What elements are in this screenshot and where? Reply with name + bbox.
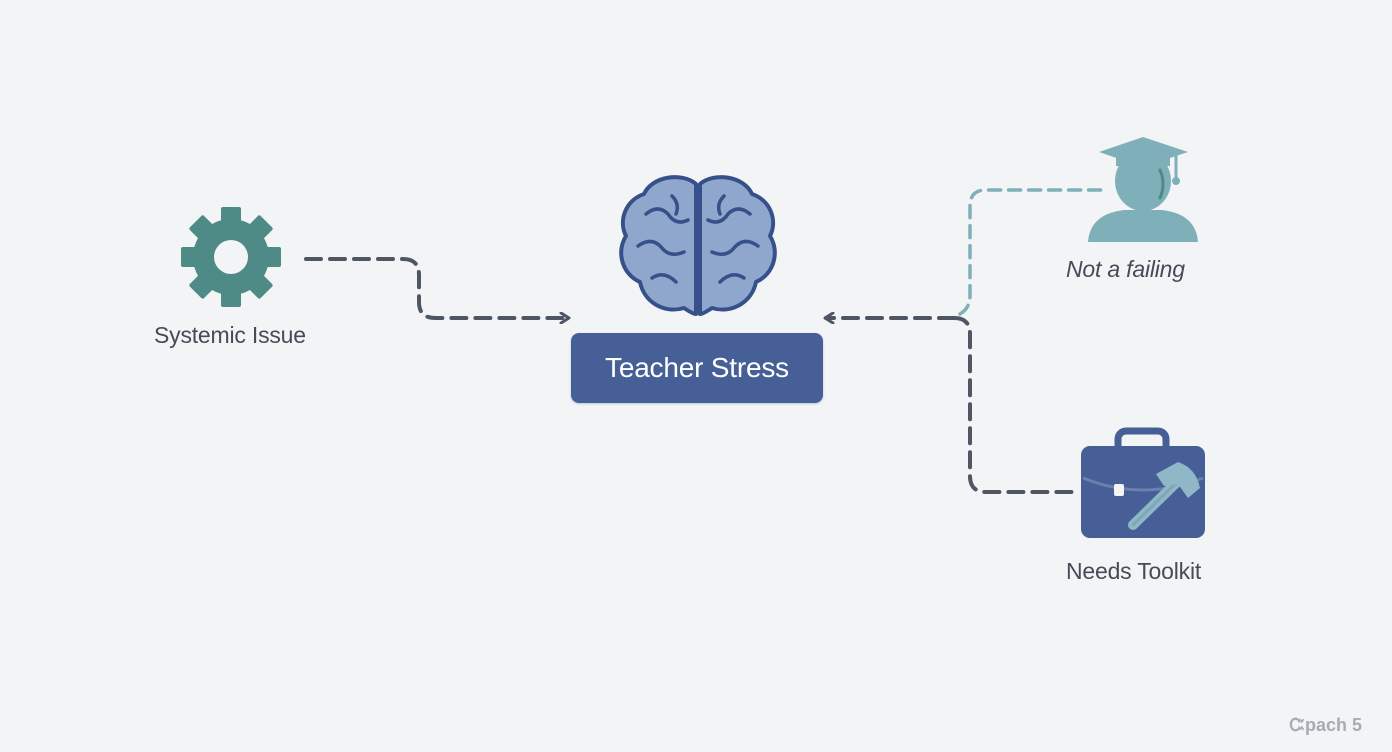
teacher-stress-box: Teacher Stress [571,333,823,403]
connector-notfailing-branch [958,188,1106,316]
gear-icon [181,207,281,307]
connector-toolkit-branch [952,316,1082,494]
toolbox-hammer-icon [1081,427,1205,538]
systemic-issue-label: Systemic Issue [154,322,306,348]
brain-icon [619,175,777,316]
needs-toolkit-label: Needs Toolkit [1066,558,1202,584]
connector-systemic-to-center [304,257,568,318]
teacher-stress-label: Teacher Stress [605,352,789,383]
watermark: Ꮸpach 5 [1289,715,1363,735]
graduate-icon [1088,137,1198,242]
not-a-failing-label: Not a failing [1066,256,1185,282]
